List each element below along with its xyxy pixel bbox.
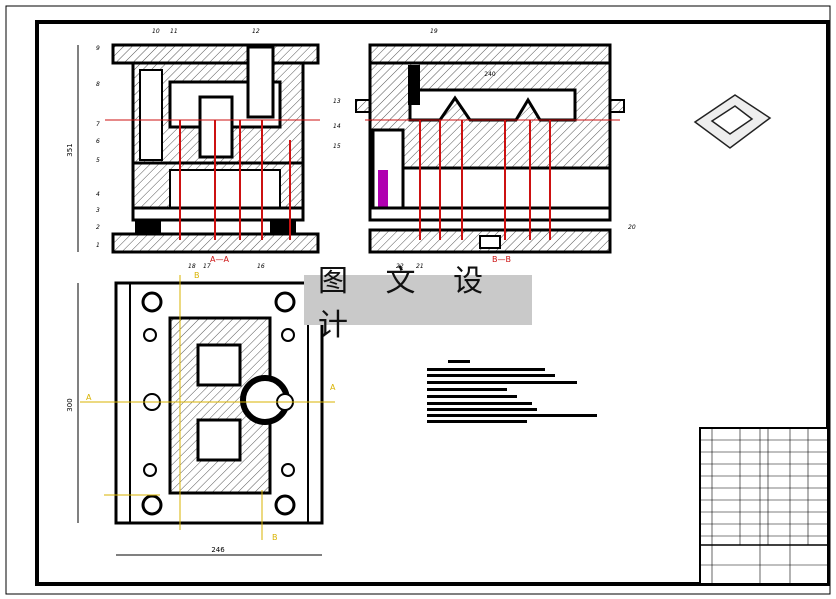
dim-height-plan: 300 bbox=[66, 398, 74, 411]
part-number-3: 3 bbox=[96, 207, 100, 214]
title-block bbox=[699, 427, 829, 585]
part-number-12: 12 bbox=[252, 28, 260, 35]
section-marker-b-top: B bbox=[194, 271, 200, 280]
section-label-bb: B—B bbox=[492, 255, 511, 264]
dim-width-bottom: 246 bbox=[211, 546, 225, 554]
section-marker-b-bottom: B bbox=[272, 533, 278, 542]
part-number-21: 21 bbox=[416, 263, 424, 270]
technical-notes bbox=[427, 360, 597, 423]
part-number-9: 9 bbox=[96, 45, 100, 52]
section-view-aa bbox=[77, 43, 320, 254]
watermark-banner: 图 文 设 计 bbox=[304, 264, 532, 343]
part-number-22: 22 bbox=[396, 263, 404, 270]
part-number-1: 1 bbox=[96, 242, 100, 249]
section-label-aa: A—A bbox=[210, 255, 229, 264]
watermark-text: 图 文 设 计 bbox=[318, 264, 498, 343]
part-number-10: 10 bbox=[152, 28, 160, 35]
part-number-17: 17 bbox=[203, 263, 211, 270]
section-view-bb bbox=[355, 43, 625, 254]
part-number-6: 6 bbox=[96, 138, 100, 145]
part-number-14: 14 bbox=[333, 123, 341, 130]
part-number-20: 20 bbox=[628, 224, 636, 231]
part-number-2: 2 bbox=[96, 224, 100, 231]
section-marker-a-left: A bbox=[86, 393, 92, 402]
part-number-5: 5 bbox=[96, 157, 100, 164]
part-number-4: 4 bbox=[96, 191, 100, 198]
part-number-7: 7 bbox=[96, 121, 100, 128]
iso-thumbnail bbox=[693, 94, 772, 149]
part-number-18: 18 bbox=[188, 263, 196, 270]
section-marker-a-right: A bbox=[330, 383, 336, 392]
inner-border bbox=[35, 20, 830, 586]
dim-height-left: 351 bbox=[66, 143, 74, 156]
part-number-15: 15 bbox=[333, 143, 341, 150]
part-number-16: 16 bbox=[257, 263, 265, 270]
part-number-19: 19 bbox=[430, 28, 438, 35]
part-number-8: 8 bbox=[96, 81, 100, 88]
dim-inner-width: 240 bbox=[484, 71, 496, 78]
part-number-11: 11 bbox=[170, 28, 178, 35]
plan-view bbox=[77, 275, 335, 556]
part-number-13: 13 bbox=[333, 98, 341, 105]
